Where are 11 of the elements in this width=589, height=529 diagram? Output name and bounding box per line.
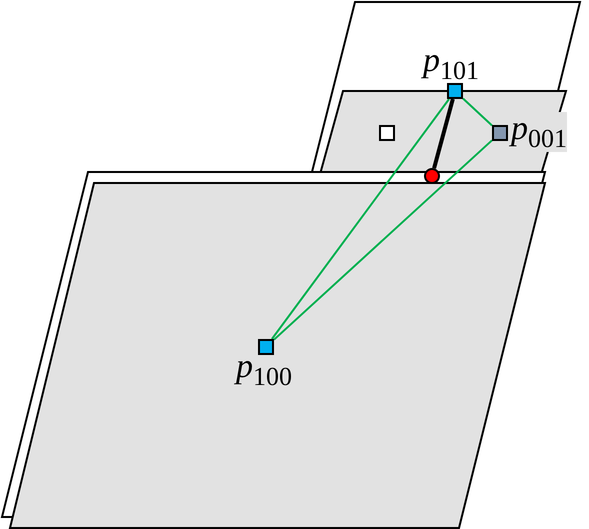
square-point [447,83,463,99]
square-point [258,339,274,355]
connector-line [271,98,450,340]
point-label: p$_{001}$ [511,112,567,152]
point-label: p$_{100}$ [236,350,292,390]
connector-line [462,98,493,126]
connector-line [273,140,493,340]
square-point [379,125,395,141]
connector-line [432,98,455,169]
square-point [492,125,508,141]
point-label: p$_{101}$ [423,44,479,84]
